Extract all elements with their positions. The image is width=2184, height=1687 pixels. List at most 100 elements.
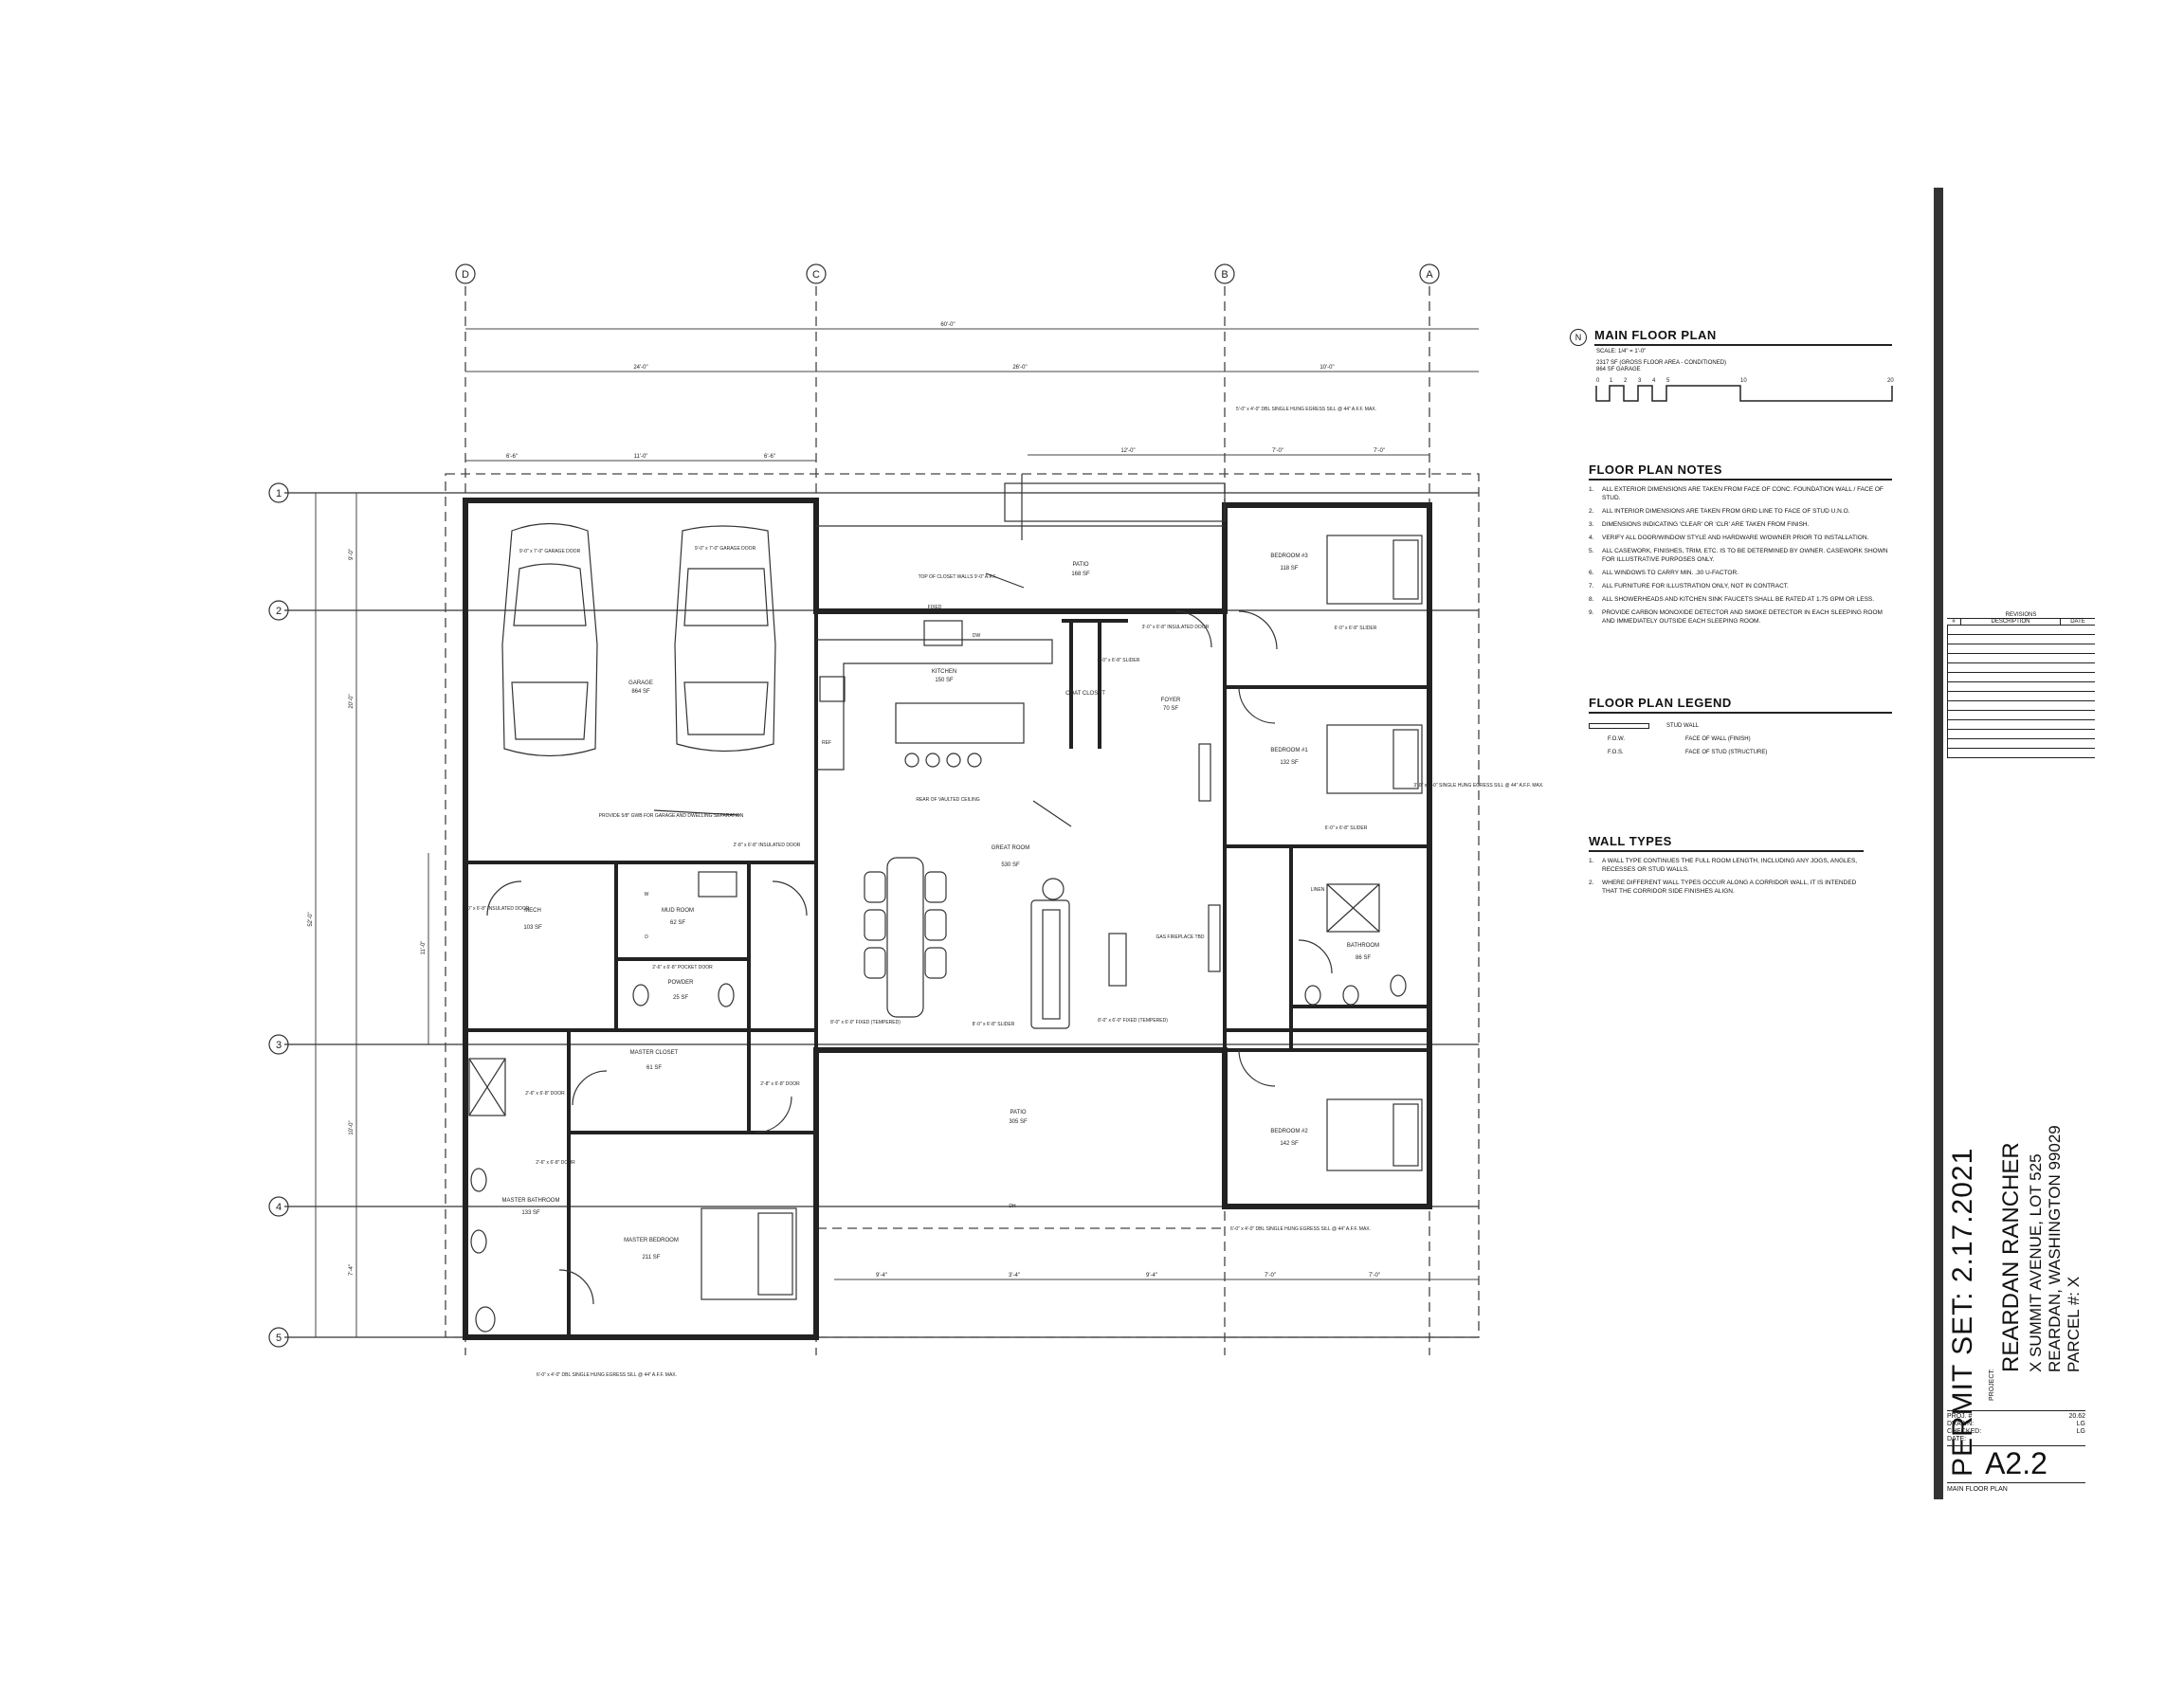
room-name: BEDROOM #3 (1270, 553, 1308, 559)
svg-text:2'-8" x 6'-8" DOOR: 2'-8" x 6'-8" DOOR (760, 1081, 800, 1087)
svg-text:7'-4": 7'-4" (349, 1264, 355, 1276)
room-name: MASTER CLOSET (630, 1050, 679, 1056)
scale-bar: 0 1 2 3 4 5 10 20 (1595, 378, 1894, 402)
project-address-2: REARDAN, WASHINGTON 99029 (2046, 1125, 2064, 1372)
exterior-walls (463, 498, 1432, 1340)
project-address-1: X SUMMIT AVENUE, LOT 525 (2027, 1153, 2045, 1372)
note-item: 2.ALL INTERIOR DIMENSIONS ARE TAKEN FROM… (1589, 508, 1850, 515)
door-swings (486, 610, 1333, 1305)
plan-area-2: 864 SF GARAGE (1596, 367, 1641, 372)
wall-types: WALL TYPES 1.A WALL TYPE CONTINUES THE F… (1589, 834, 1864, 896)
svg-text:PROVIDE 5/8" GWB FOR GARAGE AN: PROVIDE 5/8" GWB FOR GARAGE AND DWELLING… (599, 813, 744, 819)
room-name: MUD ROOM (662, 908, 694, 914)
callouts: 9'-0" x 7'-0" GARAGE DOOR 9'-0" x 7'-0" … (463, 407, 1544, 1378)
grid-bubble-5: 5 (268, 1327, 289, 1348)
svg-text:10'-0": 10'-0" (349, 1120, 355, 1134)
svg-text:7'-0": 7'-0" (1272, 448, 1283, 454)
svg-text:6'-6": 6'-6" (506, 454, 518, 460)
upper-patio (816, 474, 1226, 540)
room-area: 150 SF (935, 678, 954, 683)
svg-text:5: 5 (276, 1333, 282, 1344)
garage-cars (501, 522, 776, 757)
room-area: 864 SF (631, 689, 650, 695)
interior-walls (465, 611, 1429, 1337)
svg-text:9'-4": 9'-4" (1146, 1273, 1157, 1279)
svg-text:20: 20 (1887, 378, 1894, 384)
project-label: PROJECT: (1989, 1369, 1995, 1401)
room-area: 62 SF (670, 920, 685, 926)
room-area: 168 SF (1071, 571, 1090, 577)
legend-item: STUD WALL (1589, 723, 1892, 729)
room-name: BEDROOM #2 (1270, 1129, 1308, 1134)
grid-bubble-b: B (1214, 263, 1235, 284)
room-name: MECH (524, 908, 541, 914)
wall-type-item: 1.A WALL TYPE CONTINUES THE FULL ROOM LE… (1589, 858, 1858, 873)
svg-text:12'-0": 12'-0" (1120, 448, 1135, 454)
svg-text:6'-0" x 6'-8" SLIDER: 6'-0" x 6'-8" SLIDER (1325, 825, 1368, 831)
svg-text:8'-0" x 6'-8" SLIDER: 8'-0" x 6'-8" SLIDER (973, 1022, 1015, 1027)
svg-text:FIXED: FIXED (928, 605, 942, 610)
room-area: 142 SF (1280, 1141, 1299, 1147)
plan-area-1: 2317 SF (GROSS FLOOR AREA - CONDITIONED) (1596, 360, 1727, 366)
room-name: KITCHEN (932, 669, 956, 675)
room-area: 133 SF (521, 1210, 540, 1216)
note-item: 6.ALL WINDOWS TO CARRY MIN. .30 U-FACTOR… (1589, 570, 1738, 576)
svg-text:10: 10 (1740, 378, 1747, 384)
svg-text:5: 5 (1666, 378, 1670, 384)
svg-text:REF: REF (822, 740, 831, 746)
note-item: 1.ALL EXTERIOR DIMENSIONS ARE TAKEN FROM… (1589, 486, 1884, 501)
svg-text:1: 1 (276, 488, 282, 499)
svg-text:3'-0" x 6'-8" INSULATED DOOR: 3'-0" x 6'-8" INSULATED DOOR (1142, 625, 1210, 630)
svg-text:9'-0" x 7'-0" GARAGE DOOR: 9'-0" x 7'-0" GARAGE DOOR (519, 549, 581, 554)
note-item: 9.PROVIDE CARBON MONOXIDE DETECTOR AND S… (1589, 609, 1883, 625)
project-name: REARDAN RANCHER (1998, 1142, 2024, 1372)
room-area: 132 SF (1280, 760, 1299, 766)
grid-bubbles: D C B A 1 2 3 4 5 (268, 263, 1440, 1348)
svg-text:7'-0": 7'-0" (1374, 448, 1385, 454)
svg-text:9'-4": 9'-4" (876, 1273, 887, 1279)
grid-bubble-2: 2 (268, 600, 289, 621)
svg-text:8'-0" x 6'-0" FIXED (TEMPERED): 8'-0" x 6'-0" FIXED (TEMPERED) (1098, 1018, 1168, 1024)
sheet-title: MAIN FLOOR PLAN (1947, 1486, 2008, 1493)
svg-text:9'-0" x 7'-0" GARAGE DOOR: 9'-0" x 7'-0" GARAGE DOOR (695, 546, 756, 552)
svg-text:3: 3 (1638, 378, 1642, 384)
kitchen-casework (816, 620, 1053, 771)
note-item: 4.VERIFY ALL DOOR/WINDOW STYLE AND HARDW… (1589, 535, 1869, 541)
room-name: PATIO (1010, 1110, 1026, 1116)
svg-text:4: 4 (1652, 378, 1656, 384)
svg-text:6'-0" x 4'-0" DBL SINGLE HUNG: 6'-0" x 4'-0" DBL SINGLE HUNG EGRESS SIL… (537, 1372, 677, 1378)
project-info-table: PROJ. #20.62 DRAWN:LG CHECKED:LG DATE: (1947, 1410, 2085, 1446)
room-area: 118 SF (1281, 566, 1299, 571)
room-name: COAT CLOSET (1065, 691, 1105, 697)
grid-bubble-4: 4 (268, 1196, 289, 1217)
svg-text:1: 1 (1610, 378, 1613, 384)
svg-text:10'-0": 10'-0" (1320, 365, 1334, 371)
svg-text:2'-6" x 6'-8" DOOR: 2'-6" x 6'-8" DOOR (525, 1091, 565, 1097)
svg-text:20'-0": 20'-0" (349, 694, 355, 708)
svg-text:6'-0" x 6'-8" SLIDER: 6'-0" x 6'-8" SLIDER (1098, 658, 1140, 663)
note-item: 7.ALL FURNITURE FOR ILLUSTRATION ONLY, N… (1589, 583, 1789, 590)
room-area: 70 SF (1163, 706, 1178, 712)
revision-rows (1947, 626, 2095, 758)
note-item: 8.ALL SHOWERHEADS AND KITCHEN SINK FAUCE… (1589, 596, 1875, 603)
great-room-furniture (864, 743, 1221, 1029)
floor-plan-notes-title: FLOOR PLAN NOTES (1589, 463, 1892, 481)
beds (701, 535, 1423, 1300)
legend-item: F.O.S. FACE OF STUD (STRUCTURE) (1608, 750, 1768, 755)
north-arrow-icon: N (1570, 328, 1587, 346)
svg-text:2: 2 (276, 606, 282, 617)
room-name: BATHROOM (1347, 943, 1379, 949)
room-name: MASTER BATHROOM (502, 1198, 560, 1204)
svg-text:7'-0": 7'-0" (1265, 1273, 1276, 1279)
room-name: GREAT ROOM (992, 845, 1029, 851)
svg-text:A: A (1426, 269, 1433, 281)
floor-plan-legend: FLOOR PLAN LEGEND STUD WALL F.O.W. FACE … (1589, 696, 1892, 755)
room-area: 61 SF (646, 1065, 662, 1071)
svg-text:B: B (1221, 269, 1228, 281)
svg-text:REAR OF VAULTED CEILING: REAR OF VAULTED CEILING (916, 797, 979, 803)
svg-text:D: D (645, 934, 648, 940)
svg-text:2'-8" x 6'-8" INSULATED DOOR: 2'-8" x 6'-8" INSULATED DOOR (734, 843, 801, 848)
grid-bubble-c: C (806, 263, 827, 284)
room-area: 530 SF (1001, 862, 1020, 868)
svg-text:2'-6" x 6'-8" POCKET DOOR: 2'-6" x 6'-8" POCKET DOOR (652, 965, 713, 970)
